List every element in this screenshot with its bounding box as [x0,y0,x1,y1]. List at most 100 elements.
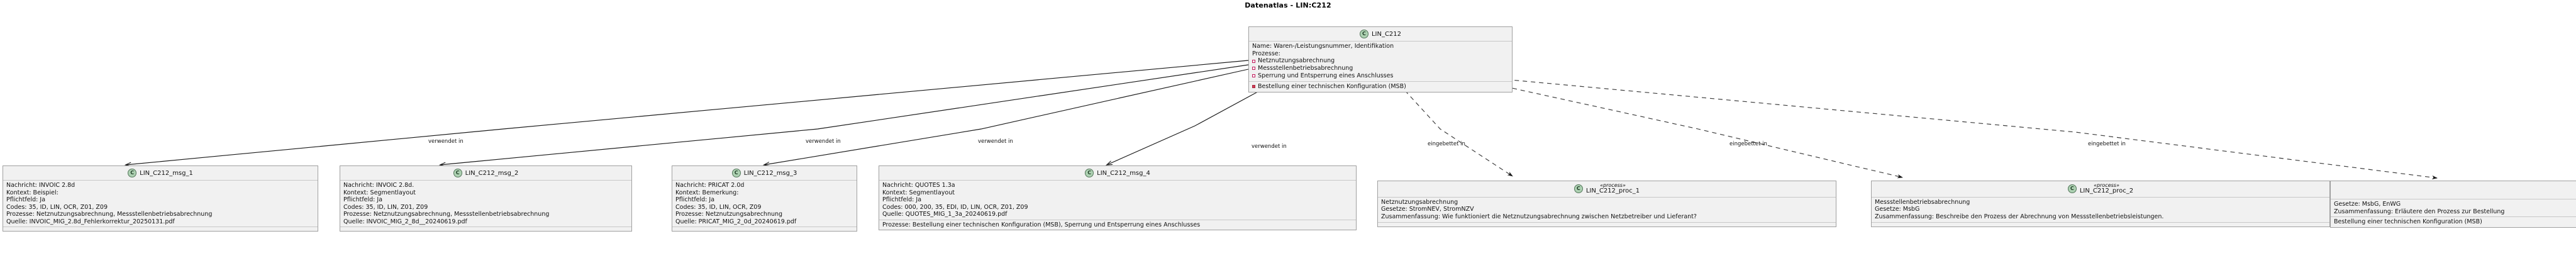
class-icon: C [128,169,137,177]
field-kontext: Kontext: Beispiel: [6,189,58,196]
field-codes: Codes: 35, ID, LIN, OCR, Z01, Z09 [6,203,108,211]
attribute-row: Bestellung einer technischen Konfigurati… [1252,83,1509,91]
class-icon: C [1085,169,1094,177]
edge-label-verwendet-in-4: verwendet in [1252,143,1287,150]
class-node-body: Netznutzungsabrechnung Gesetze: StromNEV… [1378,198,1836,222]
edge-label-verwendet-in-3: verwendet in [978,138,1013,145]
class-name: LIN_C212_msg_2 [465,169,519,177]
class-node-footer-section [340,227,631,231]
field-codes: Codes: 000, 200, 35, EDI, ID, LIN, OCR, … [882,203,1028,211]
class-node-header: C LIN_C212_msg_1 [3,166,318,181]
field-gesetze: Gesetze: StromNEV, StromNZV [1381,206,1474,213]
class-icon: C [453,169,462,177]
field-pflichtfeld: Pflichtfeld: Ja [6,196,46,204]
attribute-prozesse: Prozesse: [1252,50,1280,57]
attribute-label: Messstellenbetriebsabrechnung [1258,65,1353,72]
class-node-footer-section: Bestellung einer technischen Konfigurati… [1249,81,1512,92]
field-pflichtfeld: Pflichtfeld: Ja [343,196,383,204]
class-node-body: Name: Waren-/Leistungsnummer, Identifika… [1249,42,1512,81]
class-node-lin-c212-msg-3[interactable]: C LIN_C212_msg_3 Nachricht: PRICAT 2.0d … [672,165,857,232]
stereotype-label: «process» [1600,182,1626,188]
field-quelle: Quelle: QUOTES_MIG_1_3a_20240619.pdf [882,211,1008,218]
class-node-footer-section [1872,221,2329,227]
visibility-public-icon [1252,74,1255,78]
class-node-header: C LIN_C212 [1249,27,1512,42]
attribute-row: Sperrung und Entsperrung eines Anschluss… [1252,72,1509,80]
class-node-lin-c212-msg-4[interactable]: C LIN_C212_msg_4 Nachricht: QUOTES 1.3a … [879,165,1357,231]
class-name: LIN_C212_msg_4 [1097,169,1150,177]
field-prozesse: Prozesse: Netznutzungsabrechnung, Messst… [343,211,550,218]
field-gesetze: Gesetze: MsbG, EnWG [2334,201,2401,208]
class-node-body: Nachricht: PRICAT 2.0d Kontext: Bemerkun… [672,181,857,227]
class-node-body: Nachricht: QUOTES 1.3a Kontext: Segmentl… [879,181,1356,220]
class-node-footer-section [672,227,857,231]
field-prozesse: Prozesse: Netznutzungsabrechnung, Messst… [6,211,213,218]
edge-label-eingebettet-in-2: eingebettet in [1729,141,1767,147]
field-pflichtfeld: Pflichtfeld: Ja [675,196,715,204]
stereotype-label: «process» [2094,182,2119,188]
field-kontext: Kontext: Segmentlayout [343,189,416,196]
field-kontext: Kontext: Segmentlayout [882,189,955,196]
class-name: LIN_C212_proc_2 [2079,187,2134,195]
class-node-footer-section: Prozesse: Bestellung einer technischen K… [879,219,1356,230]
attribute-label: Netznutzungsabrechnung [1258,57,1335,65]
field-zusammenfassung: Zusammenfassung: Beschreibe den Prozess … [1875,213,2164,221]
field-pflichtfeld: Pflichtfeld: Ja [882,196,922,204]
class-node-lin-c212-proc-3[interactable]: Gesetze: MsbG, EnWG Zusammenfassung: Erl… [2330,181,2576,228]
attribute-name: Name: Waren-/Leistungsnummer, Identifika… [1252,43,1394,50]
class-node-body: Gesetze: MsbG, EnWG Zusammenfassung: Erl… [2331,199,2576,216]
class-icon: C [731,169,741,177]
class-node-footer-section [3,227,318,231]
class-icon: C [1574,184,1583,194]
class-name: LIN_C212_msg_3 [743,169,797,177]
class-node-body: Nachricht: INVOIC 2.8d Kontext: Beispiel… [3,181,318,227]
field-nachricht: Nachricht: INVOIC 2.8d. [343,182,414,189]
class-name: LIN_C212_proc_1 [1585,187,1640,195]
class-node-body: Nachricht: INVOIC 2.8d. Kontext: Segment… [340,181,631,227]
class-node-header: C LIN_C212_msg_3 [672,166,857,181]
class-node-lin-c212-msg-2[interactable]: C LIN_C212_msg_2 Nachricht: INVOIC 2.8d.… [340,165,632,232]
edge-label-verwendet-in-1: verwendet in [428,138,464,145]
class-node-lin-c212-proc-2[interactable]: C «process» LIN_C212_proc_2 Messstellenb… [1871,181,2330,227]
field-quelle: Quelle: INVOIC_MIG_2.8d_Fehlerkorrektur_… [6,218,175,225]
class-node-header [2331,181,2576,199]
attribute-label: Bestellung einer technischen Konfigurati… [1258,82,1406,90]
field-nachricht: Nachricht: PRICAT 2.0d [675,182,745,189]
class-icon: C [2067,184,2077,194]
field-zusammenfassung: Zusammenfassung: Wie funktioniert die Ne… [1381,213,1697,221]
field-gesetze: Gesetze: MsbG [1875,206,1920,213]
edge-label-eingebettet-in-1: eingebettet in [1428,141,1465,147]
class-name: LIN_C212 [1371,30,1402,38]
field-quelle: Quelle: INVOIC_MIG_2_8d__20240619.pdf [343,218,467,225]
edge-label-eingebettet-in-3: eingebettet in [2088,141,2126,147]
field-prozesse-footer: Prozesse: Bestellung einer technischen K… [882,221,1201,228]
page-title: Datenatlas - LIN:C212 [1245,1,1331,9]
field-codes: Codes: 35, ID, LIN, OCR, Z09 [675,203,762,211]
class-node-lin-c212[interactable]: C LIN_C212 Name: Waren-/Leistungsnummer,… [1248,26,1513,92]
class-node-body: Messstellenbetriebsabrechnung Gesetze: M… [1872,198,2329,222]
class-node-footer-section: Bestellung einer technischen Konfigurati… [2331,216,2576,227]
class-icon: C [1359,30,1368,38]
class-node-lin-c212-proc-1[interactable]: C «process» LIN_C212_proc_1 Netznutzungs… [1377,181,1836,227]
edge-label-verwendet-in-2: verwendet in [806,138,841,145]
class-node-header: C «process» LIN_C212_proc_1 [1378,181,1836,198]
visibility-public-icon [1252,67,1255,70]
field-zusammenfassung: Zusammenfassung: Erläutere den Prozess z… [2334,208,2505,215]
class-node-header: C «process» LIN_C212_proc_2 [1872,181,2329,198]
attribute-row: Netznutzungsabrechnung [1252,57,1509,65]
field-prozesse: Prozesse: Netznutzungsabrechnung [675,211,783,218]
field-kontext: Kontext: Bemerkung: [675,189,739,196]
visibility-public-icon [1252,59,1255,63]
attribute-label: Sperrung und Entsperrung eines Anschluss… [1258,72,1394,79]
field-nachricht: Nachricht: INVOIC 2.8d [6,182,75,189]
visibility-private-icon [1252,85,1255,89]
class-node-lin-c212-msg-1[interactable]: C LIN_C212_msg_1 Nachricht: INVOIC 2.8d … [3,165,318,232]
class-node-header: C LIN_C212_msg_4 [879,166,1356,181]
field-prozess-footer: Bestellung einer technischen Konfigurati… [2334,218,2482,226]
class-name: LIN_C212_msg_1 [140,169,193,177]
attribute-row: Messstellenbetriebsabrechnung [1252,65,1509,72]
field-prozessname: Messstellenbetriebsabrechnung [1875,198,1970,206]
field-nachricht: Nachricht: QUOTES 1.3a [882,182,955,189]
class-node-header: C LIN_C212_msg_2 [340,166,631,181]
